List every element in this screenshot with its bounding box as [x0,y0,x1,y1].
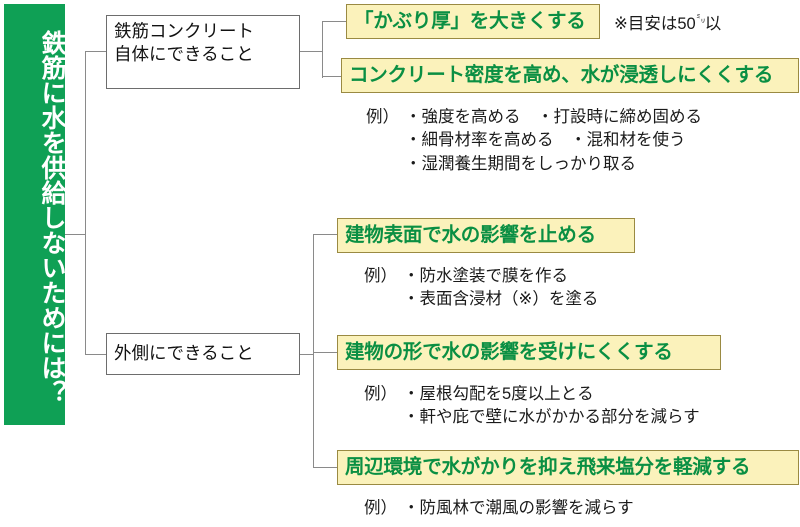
connector-to-rc-box [85,51,107,53]
examples-surrounding-environment: 例） ・防風林で潮風の影響を減らす [364,497,764,520]
examples-lines: ・屋根勾配を5度以上とる ・軒や庇で壁に水がかかる部分を減らす [403,385,700,427]
connector-rc-stem [300,51,323,53]
connector-to-shuhen [313,467,338,469]
examples-building-surface: 例） ・防水塗装で膜を作る ・表面含浸材（※）を塗る [364,265,724,312]
root-question-banner: 鉄筋に水を供給しないためには？ [4,4,66,425]
connector-rc-spine [322,21,324,78]
note-kaburi-unit: ㍉ [695,14,706,26]
examples-building-shape: 例） ・屋根勾配を5度以上とる ・軒や庇で壁に水がかかる部分を減らす [364,383,784,430]
connector-to-hyomen [313,234,338,236]
leaf-building-surface[interactable]: 建物表面で水の影響を止める [337,218,635,253]
connector-root-stem [65,234,86,236]
leaf-kaburi-thickness[interactable]: 「かぶり厚」を大きくする [346,4,600,39]
examples-lines: ・強度を高める ・打設時に締め固める ・細骨材率を高める ・混和材を使う ・湿潤… [405,108,702,173]
connector-level1-spine [85,51,87,355]
node-rc-itself[interactable]: 鉄筋コンクリート 自体にできること [106,15,300,89]
note-kaburi-suffix: 以 [704,15,722,33]
node-outside[interactable]: 外側にできること [106,333,300,375]
examples-label: 例） [364,385,397,403]
connector-to-outside-box [85,354,107,356]
examples-label: 例） [364,267,397,285]
connector-outside-spine [313,234,315,468]
note-kaburi-thickness: ※目安は50㍉以 [614,10,721,34]
examples-concrete-density: 例） ・強度を高める ・打設時に締め固める ・細骨材率を高める ・混和材を使う … [366,106,786,176]
leaf-concrete-density[interactable]: コンクリート密度を高め、水が浸透しにくくする [341,58,799,93]
examples-label: 例） [366,108,399,126]
connector-to-kaburi [322,21,347,23]
connector-outside-stem [300,354,314,356]
connector-to-katachi [313,352,338,354]
examples-lines: ・防水塗装で膜を作る ・表面含浸材（※）を塗る [403,267,599,309]
leaf-building-shape[interactable]: 建物の形で水の影響を受けにくくする [337,335,721,370]
leaf-surrounding-environment[interactable]: 周辺環境で水がかりを抑え飛来塩分を軽減する [337,450,799,485]
examples-label: 例） [364,499,397,517]
examples-lines: ・防風林で潮風の影響を減らす [403,499,634,517]
connector-to-mitsudo [322,76,342,78]
note-kaburi-prefix: ※目安は50 [614,15,696,33]
